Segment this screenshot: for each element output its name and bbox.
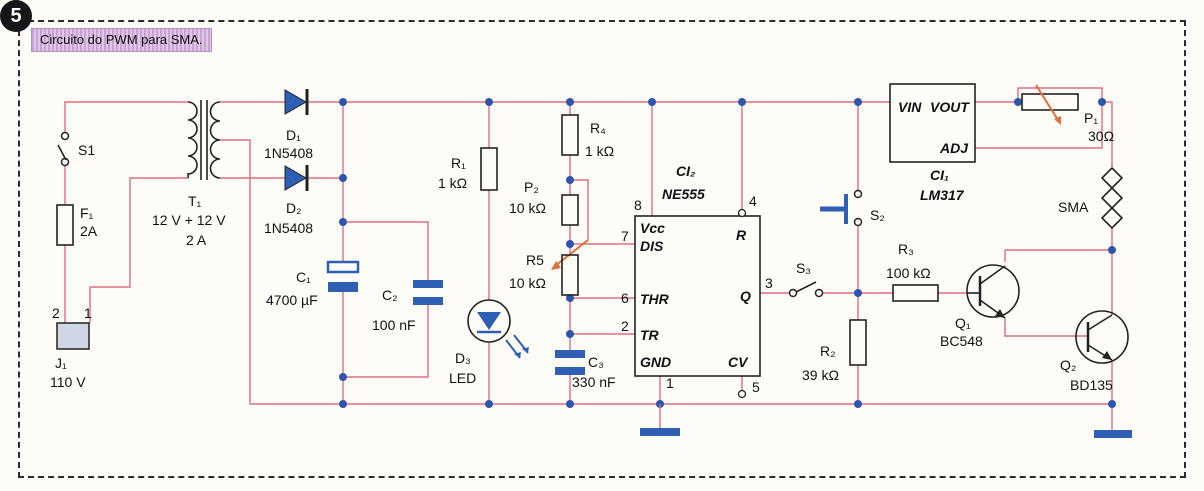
ci2-pinnum-3: 3 [765, 275, 773, 291]
transistor-q2: Q₂ BD135 [1060, 310, 1129, 393]
transistor-q1: Q₁ BC548 [940, 264, 1020, 349]
ci2-pin-dis: DIS [640, 238, 664, 254]
c1-value: 4700 µF [266, 292, 318, 308]
r5-value: 10 kΩ [509, 275, 546, 291]
pushbutton-s2: S₂ [820, 189, 885, 227]
q1-label: Q₁ [955, 315, 971, 331]
d2-label: D₂ [286, 200, 302, 216]
ci2-pinnum-1: 1 [666, 375, 674, 391]
c3-value: 330 nF [572, 374, 616, 390]
capacitor-c1: C₁ 4700 µF [266, 260, 360, 308]
p1-label: P₁ [1084, 110, 1098, 126]
d3-value: LED [449, 370, 476, 386]
ci2-pinnum-7: 7 [621, 228, 629, 244]
j1-label: J₁ [55, 355, 67, 371]
s2-label: S₂ [870, 207, 885, 223]
ic-ne555: CI₂ NE555 Vcc DIS THR TR GND R Q CV 8 4 … [621, 163, 773, 399]
potentiometer-p1: P₁ 30Ω [1021, 84, 1114, 144]
ci2-pin-q: Q [740, 288, 751, 304]
r5-label: R5 [526, 252, 544, 268]
ci2-pinnum-8: 8 [634, 197, 642, 213]
resistor-r3: R₃ 100 kΩ [886, 241, 939, 302]
r1-value: 1 kΩ [438, 175, 467, 191]
ground-symbols [640, 404, 1132, 438]
connector-j1: 2 1 J₁ 110 V [50, 305, 92, 390]
ci1-label: CI₁ [930, 167, 949, 183]
ci2-pin-thr: THR [640, 291, 670, 307]
d1-part: 1N5408 [264, 145, 313, 161]
ci1-part: LM317 [920, 187, 965, 203]
transformer-t1: T₁ 12 V + 12 V 2 A [152, 100, 226, 248]
r3-value: 100 kΩ [886, 265, 931, 281]
j1-value: 110 V [50, 374, 86, 390]
t1-value: 12 V + 12 V [152, 212, 226, 228]
d3-label: D₃ [455, 350, 471, 366]
t1-current: 2 A [186, 232, 207, 248]
ci2-pin-tr: TR [640, 327, 660, 343]
c2-value: 100 nF [372, 317, 416, 333]
ci2-pinnum-4: 4 [749, 193, 757, 209]
ci2-pin-vcc: Vcc [640, 220, 665, 236]
q2-part: BD135 [1070, 377, 1113, 393]
ci2-pin-r: R [736, 227, 747, 243]
ic-lm317: VIN VOUT ADJ CI₁ LM317 [889, 83, 976, 203]
capacitor-c2: C₂ 100 nF [372, 280, 443, 333]
t1-label: T₁ [188, 193, 202, 209]
wires [64, 87, 1113, 432]
resistor-r5: R5 10 kΩ [509, 252, 579, 296]
r4-label: R₄ [590, 120, 606, 136]
ci2-part: NE555 [662, 186, 705, 202]
figure-frame [18, 20, 1186, 478]
diode-d1: D₁ 1N5408 [264, 89, 313, 161]
ci1-pin-adj: ADJ [939, 140, 969, 156]
d1-label: D₁ [286, 127, 301, 143]
q2-label: Q₂ [1060, 357, 1076, 373]
j1-pin2: 2 [52, 305, 60, 321]
f1-value: 2A [80, 223, 98, 239]
resistor-r2: R₂ 39 kΩ [802, 319, 867, 383]
resistor-r1: R₁ 1 kΩ [438, 147, 498, 191]
r4-value: 1 kΩ [585, 143, 614, 159]
q1-part: BC548 [940, 333, 983, 349]
s3-label: S₃ [796, 260, 811, 276]
p2-label: P₂ [524, 179, 539, 195]
ci2-label: CI₂ [676, 163, 695, 179]
switch-s3: S₃ [788, 260, 824, 298]
r1-label: R₁ [451, 155, 466, 171]
s1-label: S1 [78, 142, 95, 158]
fuse-f1: F₁ 2A [56, 204, 98, 246]
p2-value: 10 kΩ [509, 200, 546, 216]
r3-label: R₃ [898, 241, 914, 257]
r2-label: R₂ [820, 343, 836, 359]
switch-s1: S1 [57, 131, 95, 167]
sma-label: SMA [1058, 199, 1089, 215]
resistor-r4: R₄ 1 kΩ [561, 114, 614, 159]
c1-label: C₁ [296, 269, 311, 285]
j1-pin1: 1 [84, 305, 92, 321]
ci2-pin-cv: CV [728, 354, 749, 370]
c3-label: C₃ [588, 354, 604, 370]
figure-number-badge: 5 [0, 0, 32, 32]
c2-label: C₂ [382, 287, 398, 303]
capacitor-c3: C₃ 330 nF [555, 350, 616, 390]
p1-value: 30Ω [1088, 128, 1114, 144]
led-d3: D₃ LED [449, 299, 529, 386]
d2-part: 1N5408 [264, 220, 313, 236]
ci2-pinnum-5: 5 [752, 379, 760, 395]
ci1-pin-vout: VOUT [930, 99, 970, 115]
diode-d2: D₂ 1N5408 [264, 165, 313, 236]
ci1-pin-vin: VIN [898, 99, 922, 115]
ci2-pinnum-2: 2 [621, 318, 629, 334]
f1-label: F₁ [80, 205, 94, 221]
potentiometer-p2: P₂ 10 kΩ [509, 179, 589, 270]
figure-caption: Circuito do PWM para SMA. [31, 28, 212, 52]
ci2-pin-gnd: GND [640, 354, 671, 370]
ci2-pinnum-6: 6 [621, 290, 629, 306]
r2-value: 39 kΩ [802, 367, 839, 383]
sma-wire: SMA [1058, 167, 1124, 230]
